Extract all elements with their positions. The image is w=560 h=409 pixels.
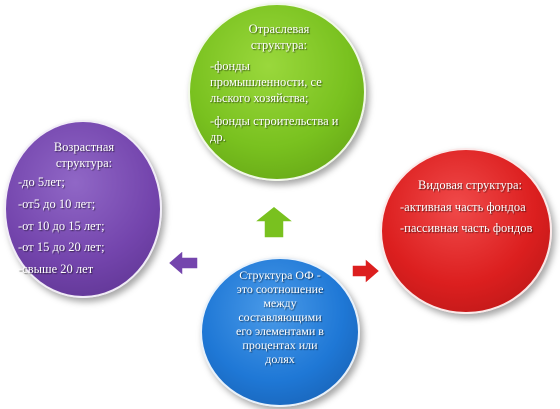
- age-structure-item-3: -от 10 до 15 лет;: [18, 218, 105, 233]
- age-structure-title-2: структура:: [55, 155, 113, 170]
- type-structure-item-2: -пассивная часть фондов: [400, 221, 533, 236]
- type-structure-item-1: -активная часть фондоа: [400, 199, 526, 214]
- industry-structure-item-2: -фонды строительства и др.: [210, 114, 339, 144]
- age-structure-title-1: Возрастная: [53, 140, 115, 154]
- industry-structure-title-2: структура:: [250, 37, 308, 52]
- center-line-1: Структура ОФ -: [239, 268, 321, 282]
- arrow-right-icon: [351, 256, 382, 286]
- industry-structure-item-1: -фонды промышленности, се льского хозяйс…: [210, 59, 322, 105]
- type-structure-title: Видовая структура:: [417, 178, 523, 192]
- center-line-5: его элементами в: [236, 324, 324, 339]
- center-definition-text: Структура ОФ - это соотношение между сос…: [216, 268, 344, 366]
- center-line-7: долях: [265, 352, 295, 367]
- age-structure-item-2: -от5 до 10 лет;: [18, 196, 96, 211]
- center-line-3: между: [263, 296, 297, 311]
- center-line-4: составляющими: [238, 310, 322, 325]
- age-structure-circle: [4, 120, 162, 298]
- center-line-6: процентах или: [242, 338, 318, 353]
- age-structure-item-5: -свыше 20 лет: [18, 261, 94, 276]
- arrow-left-icon: [166, 248, 199, 278]
- center-line-2: это соотношение: [236, 282, 324, 297]
- age-structure-item-4: -от 15 до 20 лет;: [18, 240, 105, 255]
- industry-structure-title-1: Отраслевая: [248, 22, 310, 36]
- industry-structure-circle: [188, 3, 366, 181]
- industry-structure-text: Отраслевая структура: -фонды промышленно…: [210, 22, 348, 145]
- type-structure-circle: [380, 148, 552, 314]
- age-structure-item-1: -до 5лет;: [18, 175, 65, 190]
- arrow-up-icon: [252, 205, 296, 239]
- type-structure-text: Видовая структура: -активная часть фондо…: [400, 178, 540, 237]
- center-definition-circle: [200, 257, 360, 407]
- age-structure-text: Возрастная структура: -до 5лет; -от5 до …: [18, 140, 150, 277]
